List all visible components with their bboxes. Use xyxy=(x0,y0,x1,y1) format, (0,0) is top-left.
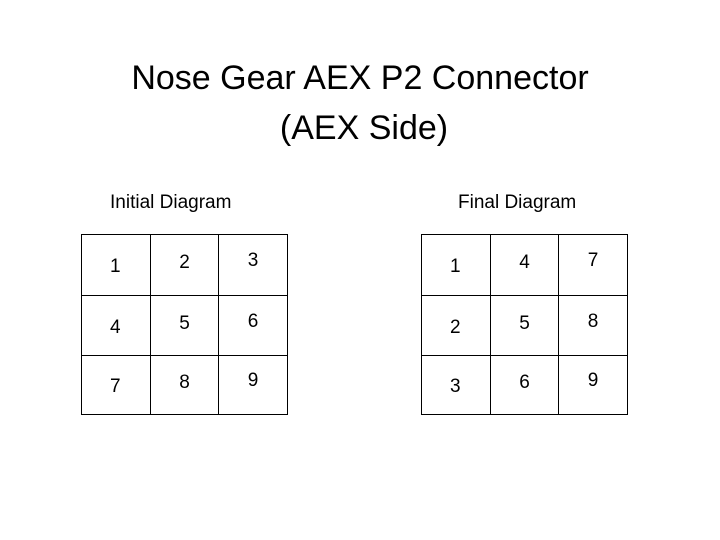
pin-cell: 2 xyxy=(151,235,219,296)
pin-cell: 6 xyxy=(219,296,288,356)
slide-title-line2: (AEX Side) xyxy=(279,109,449,147)
pin-cell: 8 xyxy=(559,296,628,356)
pin-cell: 5 xyxy=(491,296,559,356)
pin-cell: 3 xyxy=(422,356,491,415)
pin-cell: 7 xyxy=(559,235,628,296)
pin-cell: 1 xyxy=(422,235,491,296)
pin-cell: 3 xyxy=(219,235,288,296)
pin-cell: 8 xyxy=(151,356,219,415)
pin-cell: 2 xyxy=(422,296,491,356)
pin-cell: 1 xyxy=(82,235,151,296)
pin-cell: 4 xyxy=(491,235,559,296)
initial-diagram-label: Initial Diagram xyxy=(110,192,232,213)
final-diagram-grid: 1 4 7 2 5 8 3 6 9 xyxy=(421,234,628,415)
pin-cell: 9 xyxy=(219,356,288,415)
slide-title-line1: Nose Gear AEX P2 Connector xyxy=(131,59,589,97)
pin-cell: 5 xyxy=(151,296,219,356)
pin-cell: 4 xyxy=(82,296,151,356)
final-diagram-label: Final Diagram xyxy=(458,192,577,213)
initial-diagram-grid: 1 2 3 4 5 6 7 8 9 xyxy=(81,234,288,415)
pin-cell: 9 xyxy=(559,356,628,415)
pin-cell: 7 xyxy=(82,356,151,415)
pin-cell: 6 xyxy=(491,356,559,415)
